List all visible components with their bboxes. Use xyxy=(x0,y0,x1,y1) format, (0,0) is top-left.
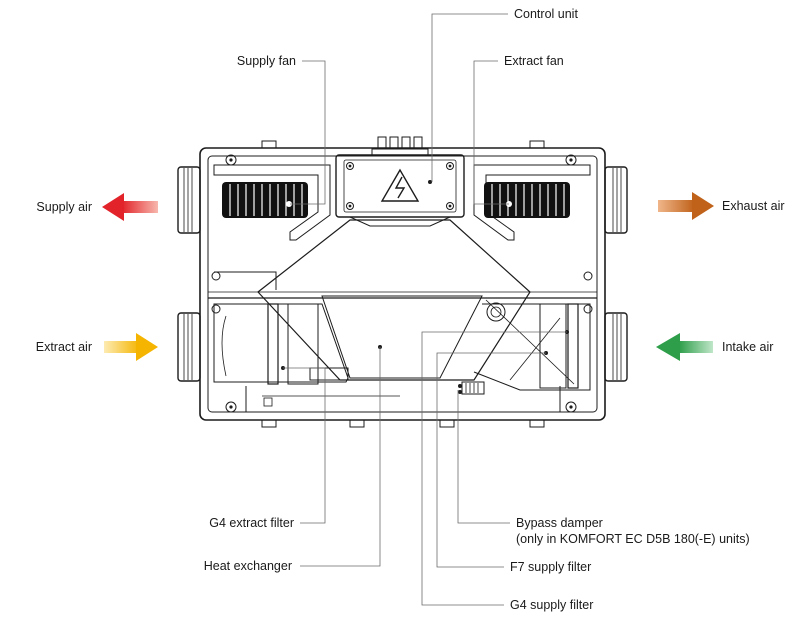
intake-air-arrow xyxy=(656,333,713,361)
label-supply-air: Supply air xyxy=(36,200,92,214)
label-f7-supply-filter: F7 supply filter xyxy=(510,560,591,574)
exhaust-air-arrow xyxy=(658,192,714,220)
supply-filter-section xyxy=(473,299,591,391)
control-unit xyxy=(335,136,465,227)
duct-spigot-top-right xyxy=(604,166,628,234)
duct-spigot-top-left xyxy=(177,166,201,234)
leader-lines xyxy=(283,13,567,606)
label-extract-fan: Extract fan xyxy=(504,54,564,68)
label-bypass-damper: Bypass damper xyxy=(516,516,603,530)
drain-tray xyxy=(245,386,561,413)
label-extract-air: Extract air xyxy=(36,340,92,354)
duct-spigot-bottom-right xyxy=(604,312,628,382)
cable-glands xyxy=(371,136,429,156)
duct-spigot-bottom-left xyxy=(177,312,201,382)
label-g4-supply-filter: G4 supply filter xyxy=(510,598,593,612)
label-bypass-damper-note: (only in KOMFORT EC D5B 180(-E) units) xyxy=(516,532,750,546)
heat-exchanger xyxy=(257,219,531,381)
label-supply-fan: Supply fan xyxy=(237,54,296,68)
label-intake-air: Intake air xyxy=(722,340,773,354)
label-exhaust-air: Exhaust air xyxy=(722,199,785,213)
extract-fan xyxy=(473,164,591,241)
label-g4-extract-filter: G4 extract filter xyxy=(209,516,294,530)
g4-extract-filter xyxy=(213,303,349,385)
label-heat-exchanger: Heat exchanger xyxy=(204,559,292,573)
supply-air-arrow xyxy=(102,193,158,221)
high-voltage-warning-icon xyxy=(380,168,420,202)
label-control-unit: Control unit xyxy=(514,7,578,21)
supply-fan xyxy=(213,164,331,290)
extract-air-arrow xyxy=(104,333,158,361)
bypass-damper xyxy=(458,381,485,395)
